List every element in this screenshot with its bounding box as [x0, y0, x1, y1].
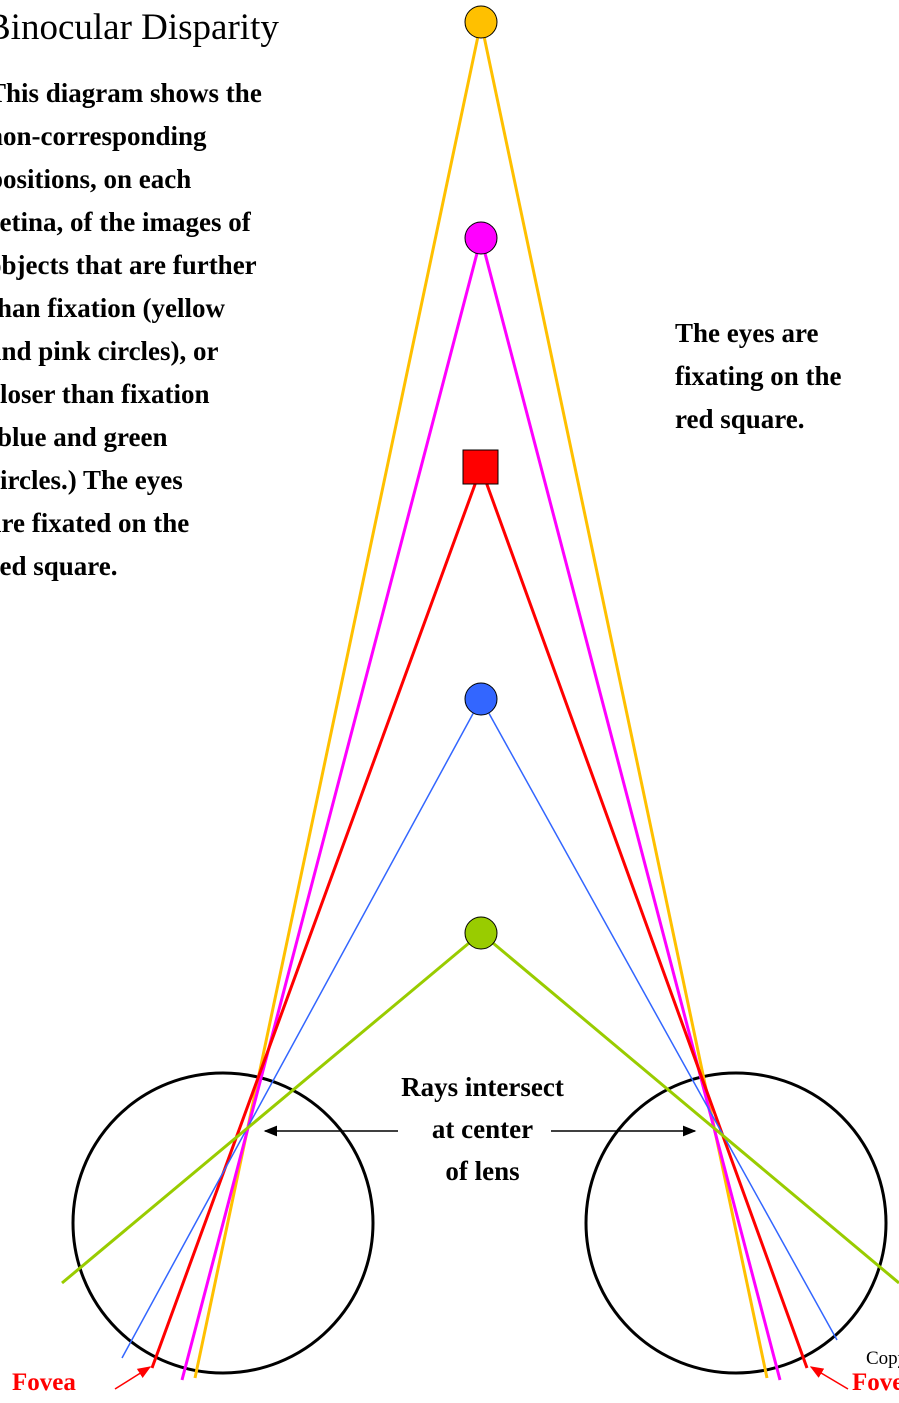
description-line: circles.) The eyes: [0, 465, 183, 495]
fixation-note-line: red square.: [675, 404, 805, 434]
description-line: This diagram shows the: [0, 78, 262, 108]
description-line: and pink circles), or: [0, 336, 219, 366]
description-text: This diagram shows the non-corresponding…: [0, 72, 262, 588]
diagram-title: Binocular Disparity: [0, 7, 279, 48]
description-line: are fixated on the: [0, 508, 190, 538]
description-line: objects that are further: [0, 250, 257, 280]
green-circle: [464, 916, 498, 950]
description-line: retina, of the images of: [0, 207, 251, 237]
lens-label-line: Rays intersect: [401, 1072, 564, 1102]
green-ray-right: [480, 931, 899, 1285]
description-line: non-corresponding: [0, 121, 207, 151]
red-ray-right: [479, 467, 809, 1369]
copyright-text: Copyright: [866, 1348, 899, 1369]
lens-center-label: Rays intersect at center of lens: [365, 1066, 600, 1192]
pink-circle: [464, 221, 498, 255]
fovea-arrow-left: [114, 1366, 152, 1390]
description-line: red square.: [0, 551, 118, 581]
fovea-label-left: Fovea: [12, 1369, 76, 1396]
lens-label-line: at center: [431, 1114, 534, 1144]
yellow-circle: [464, 5, 498, 39]
left-eye: [71, 1071, 375, 1375]
right-eye: [584, 1071, 888, 1375]
blue-circle: [464, 682, 498, 716]
description-line: (blue and green: [0, 422, 168, 452]
fixation-note-line: fixating on the: [675, 361, 842, 391]
description-line: closer than fixation: [0, 379, 210, 409]
description-line: positions, on each: [0, 164, 192, 194]
description-line: than fixation (yellow: [0, 293, 226, 323]
fovea-arrow-right: [809, 1366, 849, 1390]
fixation-note: The eyes are fixating on the red square.: [675, 312, 842, 441]
lens-label-line: of lens: [445, 1156, 520, 1186]
red-square: [462, 449, 499, 485]
blue-ray-left: [121, 698, 482, 1359]
blue-ray-right: [480, 698, 838, 1341]
fixation-note-line: The eyes are: [675, 318, 819, 348]
fovea-label-right: Fovea: [852, 1369, 899, 1396]
pink-ray-right: [479, 237, 782, 1381]
pink-ray-left: [180, 237, 483, 1381]
red-ray-left: [150, 467, 483, 1369]
green-ray-left: [61, 931, 482, 1285]
